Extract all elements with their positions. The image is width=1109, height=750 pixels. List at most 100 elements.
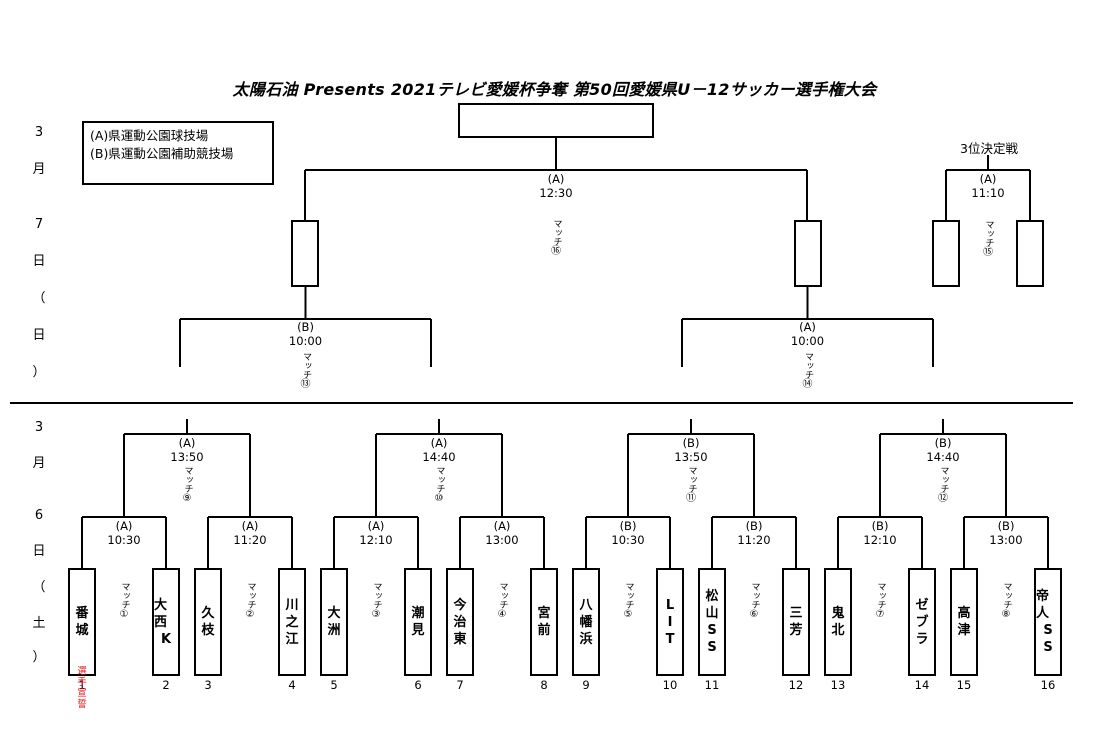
day1-label-char: （ — [32, 291, 46, 306]
team-seed-number: 10 — [662, 678, 678, 692]
venue-label: (A) — [547, 172, 565, 186]
team-name-part: 番 — [75, 606, 89, 621]
round1-7-info: (B)12:10 — [850, 519, 910, 547]
team-name-part: 宮 — [537, 606, 551, 621]
quarter-1-info: (A)13:50 — [157, 436, 217, 464]
kickoff-time: 11:20 — [233, 533, 267, 547]
match-num: ⑮ — [983, 247, 993, 258]
match-num: ⑫ — [938, 493, 948, 504]
match-text: マッチ — [983, 220, 994, 247]
team-seed-number: 15 — [956, 678, 972, 692]
quarter-4-info: (B)14:40 — [913, 436, 973, 464]
team-name-part: S — [707, 640, 717, 655]
day1-label-char: 月 — [32, 162, 46, 177]
kickoff-time: 13:00 — [485, 533, 519, 547]
match-text: マッチ — [119, 582, 130, 609]
team-name-part: 芳 — [789, 623, 803, 638]
kickoff-time: 14:40 — [422, 450, 456, 464]
match-text: マッチ — [371, 582, 382, 609]
team-box: 三芳 — [782, 568, 810, 676]
kickoff-time: 13:00 — [989, 533, 1023, 547]
team-name-part: 帝人 — [1036, 589, 1050, 621]
match-num: ⑪ — [686, 493, 696, 504]
team-box: 高津 — [950, 568, 978, 676]
quarter-3-info: (B)13:50 — [661, 436, 721, 464]
team-name-part: ブ — [915, 614, 929, 630]
team-name-part: 大 — [327, 606, 341, 621]
team-name-part: 松 — [705, 589, 719, 604]
kickoff-time: 11:20 — [737, 533, 771, 547]
venue-label: (A) — [367, 519, 385, 533]
team-name-part: 久 — [201, 606, 215, 621]
team-seed-number: 1 — [78, 678, 86, 692]
kickoff-time: 10:30 — [611, 533, 645, 547]
match-text: マッチ — [245, 582, 256, 609]
match-text: マッチ — [301, 352, 311, 379]
team-seed-number: 9 — [582, 678, 590, 692]
team-seed-number: 14 — [914, 678, 930, 692]
match-text: マッチ — [1001, 582, 1012, 609]
kickoff-time: 13:50 — [170, 450, 204, 464]
round1-6-info: (B)11:20 — [724, 519, 784, 547]
match-num: ⑧ — [1001, 609, 1011, 620]
day2-label-char: 土 — [32, 616, 46, 631]
team-seed-number: 16 — [1040, 678, 1056, 692]
team-name-part: 江 — [285, 631, 299, 647]
kickoff-time: 12:30 — [539, 186, 573, 200]
day2-label-char: 日 — [32, 544, 46, 559]
match-text: マッチ — [551, 219, 562, 246]
match-num: ⑤ — [623, 609, 633, 620]
team-name-part: 幡 — [579, 614, 593, 630]
match-num: ④ — [497, 609, 507, 620]
match-num: ② — [245, 609, 255, 620]
oath-char: 手 — [77, 677, 87, 688]
team-name-part: 城 — [75, 623, 89, 638]
quarter-2-info: (A)14:40 — [409, 436, 469, 464]
team-name-part: 高 — [957, 606, 971, 621]
round1-4-info: (A)13:00 — [472, 519, 532, 547]
venue-label: (A) — [178, 436, 196, 450]
match-text: マッチ — [749, 582, 760, 609]
match-num: ⑥ — [749, 609, 759, 620]
round1-1-info: (A)10:30 — [94, 519, 154, 547]
match-num: ⑬ — [300, 379, 311, 390]
semi-2-info: (A)10:00 — [778, 320, 838, 348]
team-name-part: I — [667, 614, 673, 630]
team-name-part: K — [160, 631, 172, 647]
team-seed-number: 5 — [330, 678, 338, 692]
team-name-part: 枝 — [201, 623, 215, 638]
semi-1-info: (B)10:00 — [276, 320, 336, 348]
round1-8-info: (B)13:00 — [976, 519, 1036, 547]
match-text: マッチ — [182, 466, 193, 493]
match-num: ⑭ — [802, 379, 813, 390]
team-name-part: 八 — [579, 597, 593, 613]
third-place-label: 3位決定戦 — [960, 141, 1018, 156]
team-name-part: T — [665, 631, 675, 647]
match-num: ③ — [371, 609, 381, 620]
venue-label: (B) — [297, 320, 314, 334]
team-box: 潮見 — [404, 568, 432, 676]
team-box: 今治東 — [446, 568, 474, 676]
team-name-part: ラ — [915, 631, 929, 647]
team-name-part: 山 — [705, 606, 719, 621]
team-box: 久枝 — [194, 568, 222, 676]
semi-2-winner-box — [794, 220, 822, 287]
match-text: マッチ — [686, 466, 697, 493]
venue-label: (B) — [934, 436, 952, 450]
match-num: ⑩ — [434, 493, 444, 504]
third-place-right-box — [1016, 220, 1044, 287]
oath-char: 選 — [77, 666, 87, 677]
venue-label: (A) — [493, 519, 511, 533]
team-seed-number: 4 — [288, 678, 296, 692]
match-text: マッチ — [938, 466, 949, 493]
team-name-part: 鬼 — [831, 606, 845, 621]
